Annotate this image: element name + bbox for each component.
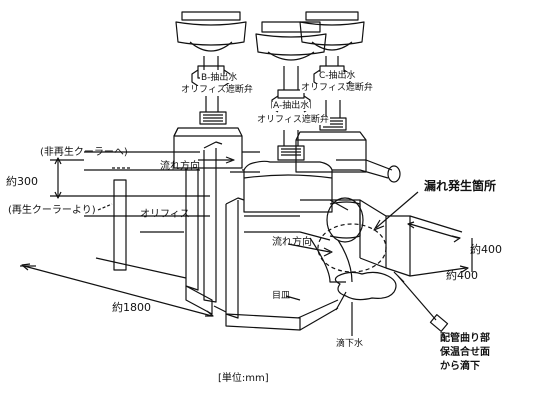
leak-leader [375, 191, 419, 229]
valve-b-label-line2: オリフィス遮断弁 [180, 85, 254, 95]
approx-400-upper-label: 約400 [470, 243, 502, 256]
dim-400-lower [409, 265, 469, 277]
pipe-bend-label-line2: 保温合せ面 [440, 347, 490, 358]
valve-c-label-line1: C-抽出水 [318, 71, 357, 81]
valve-a-label-line2: オリフィス遮断弁 [256, 115, 330, 125]
dim-1800 [20, 263, 214, 317]
valve-b-label-line1: B-抽出水 [200, 73, 239, 83]
approx-400-lower-label: 約400 [446, 269, 478, 282]
orifice-label: オリフィス [140, 209, 190, 220]
unit-label: [単位:mm] [218, 373, 269, 384]
approx-1800-label: 約1800 [112, 301, 151, 314]
valve-b-handwheel-top [181, 11, 241, 21]
valve-a-actuator [255, 33, 327, 56]
supports [95, 141, 339, 331]
regen-cooler-label: (再生クーラーより) [8, 205, 96, 216]
leak-circle [317, 223, 387, 273]
valve-a [243, 21, 333, 213]
flow-direction-lower-label: 流れ方向 [272, 237, 312, 248]
valve-a-body [243, 160, 333, 213]
valve-b-actuator [175, 21, 247, 46]
valve-b-actuator-bottom [189, 41, 233, 52]
valve-c-label-line2: オリフィス遮断弁 [300, 83, 374, 93]
leak-location-label: 漏れ発生箇所 [424, 179, 497, 193]
pipe-bend-label-line1: 配管曲り部 [440, 333, 490, 344]
valve-a-label-line1: A-抽出水 [272, 101, 311, 111]
gasket-label: 目皿 [272, 291, 291, 301]
valve-c-body [295, 131, 367, 173]
dim-300 [50, 157, 84, 199]
valve-b [173, 11, 247, 169]
non-regen-cooler-label: (非再生クーラーへ) [40, 147, 128, 158]
flow-direction-upper-label: 流れ方向 [160, 161, 200, 172]
drip-puddle [334, 271, 397, 301]
dripping-water-label: 滴下水 [336, 339, 364, 349]
pipe-bend-label-line3: から滴下 [440, 361, 480, 372]
approx-300-label: 約300 [6, 175, 38, 188]
dim-400-upper [407, 215, 473, 272]
pipes [84, 151, 411, 283]
valve-c-actuator [299, 21, 365, 46]
